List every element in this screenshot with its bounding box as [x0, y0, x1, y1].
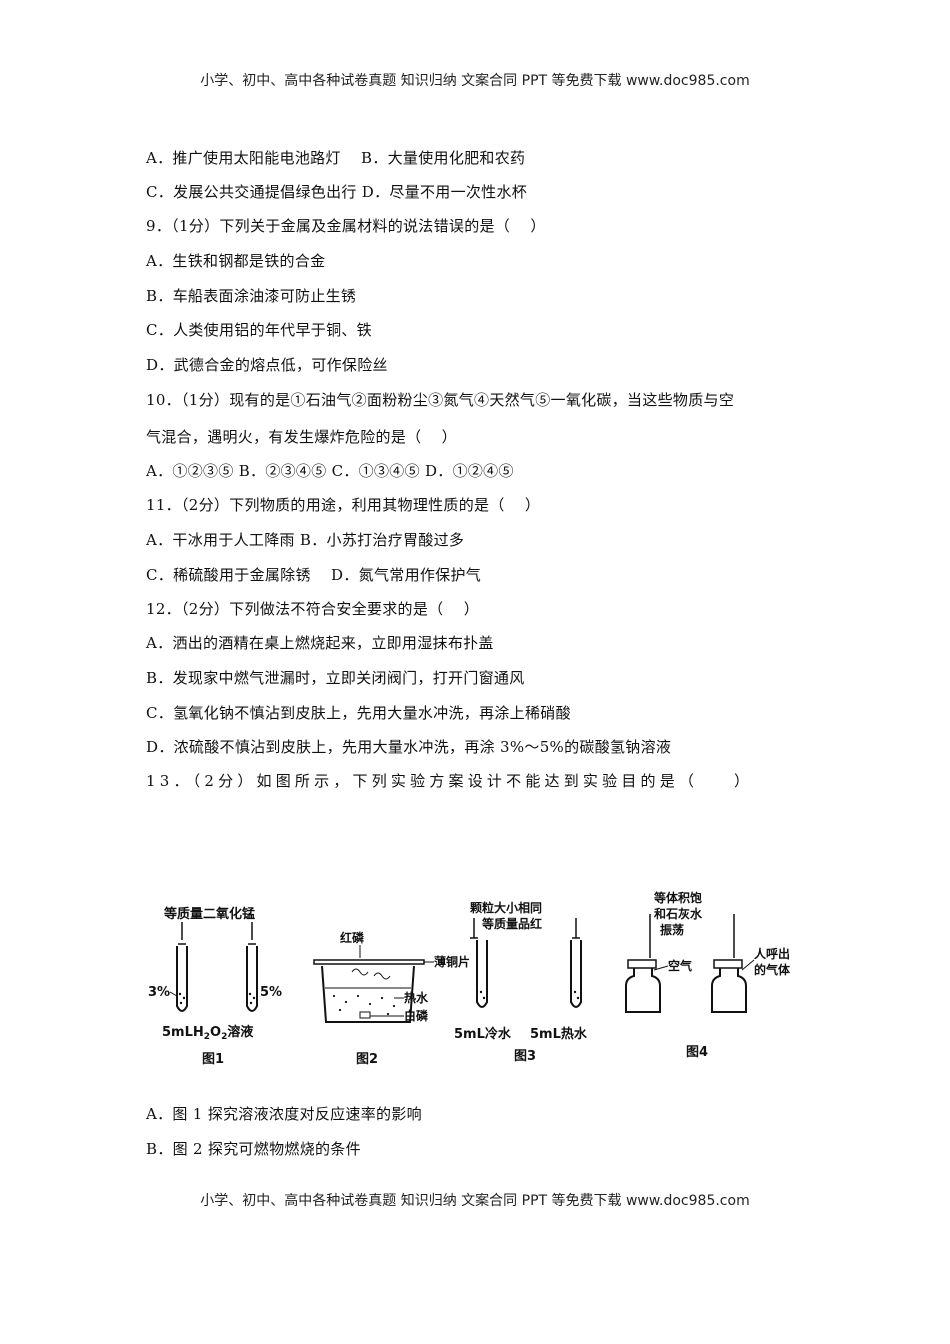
fig1-caption: 图1	[202, 1052, 224, 1067]
fig4-caption: 图4	[686, 1045, 708, 1060]
fig2-beaker	[321, 965, 415, 1023]
q11-stem: 11．（2分）下列物质的用途，利用其物理性质的是（ ）	[146, 496, 541, 514]
fig2-caption: 图2	[356, 1052, 378, 1067]
fig2-red-p-label: 红磷	[340, 930, 365, 945]
fig2-white-p-label: 白磷	[404, 1008, 429, 1023]
fig4-breath-line1: 人呼出	[754, 946, 790, 961]
fig2-copper-label: 薄铜片	[434, 954, 470, 969]
fig3-label-line1: 颗粒大小相同	[470, 900, 542, 915]
experiment-diagram: 等质量二氧化锰 3% 5% 5mLH2O2溶液 图1 红磷	[148, 890, 791, 1067]
fig4-label-line2: 和石灰水	[653, 906, 703, 921]
q11-option-cd: C．稀硫酸用于金属除锈 D．氮气常用作保护气	[146, 566, 482, 584]
fig2: 红磷 薄铜片 热水 白磷 图2	[313, 930, 470, 1067]
fig1-left-conc: 3%	[148, 985, 170, 1000]
q12-option-b: B．发现家中燃气泄漏时，立即关闭阀门，打开门窗通风	[146, 669, 525, 687]
q11-option-ab: A．干冰用于人工降雨 B．小苏打治疗胃酸过多	[146, 531, 465, 549]
fig3: 颗粒大小相同 等质量品红 5mL冷水 5mL热水 图3	[454, 900, 588, 1064]
q9-option-c: C．人类使用铝的年代早于铜、铁	[146, 321, 372, 339]
fig3-tube-left	[476, 940, 488, 1008]
q8-option-cd: C．发展公共交通提倡绿色出行 D．尽量不用一次性水杯	[146, 183, 528, 201]
q12-stem: 12．（2分）下列做法不符合安全要求的是（ ）	[146, 600, 480, 618]
q10-stem-line2: 气混合，遇明火，有发生爆炸危险的是（ ）	[146, 428, 457, 446]
fig4-label-line1: 等体积饱	[653, 890, 702, 905]
fig4-bottle-left	[625, 968, 661, 1013]
fig4-air-label: 空气	[668, 958, 692, 973]
q8-option-ab: A．推广使用太阳能电池路灯 B．大量使用化肥和农药	[146, 149, 526, 167]
fig4: 等体积饱 和石灰水 振荡 空气 人呼出 的气体 图4	[625, 890, 791, 1060]
q13-stem: 13．（2分）如图所示，下列实验方案设计不能达到实验目的是（ ）	[146, 772, 754, 790]
q10-options: A．①②③⑤ B．②③④⑤ C．①③④⑤ D．①②④⑤	[146, 462, 514, 480]
fig3-caption: 图3	[514, 1049, 536, 1064]
fig3-right-water: 5mL热水	[530, 1026, 588, 1042]
fig1-tube-left	[176, 946, 188, 1012]
fig1: 等质量二氧化锰 3% 5% 5mLH2O2溶液 图1	[148, 906, 282, 1067]
fig2-hot-water-label: 热水	[404, 990, 429, 1005]
fig3-tube-right	[570, 940, 582, 1008]
fig1-top-label: 等质量二氧化锰	[163, 906, 255, 922]
q9-option-b: B．车船表面涂油漆可防止生锈	[146, 287, 357, 305]
q12-option-c: C．氢氧化钠不慎沾到皮肤上，先用大量水冲洗，再涂上稀硝酸	[146, 704, 571, 722]
q9-stem: 9．（1分）下列关于金属及金属材料的说法错误的是（ ）	[146, 217, 546, 235]
page-header: 小学、初中、高中各种试卷真题 知识归纳 文案合同 PPT 等免费下载 www.d…	[200, 73, 750, 89]
page-footer: 小学、初中、高中各种试卷真题 知识归纳 文案合同 PPT 等免费下载 www.d…	[200, 1193, 750, 1209]
q13-option-b: B．图 2 探究可燃物燃烧的条件	[146, 1140, 361, 1158]
experiment-figure: 等质量二氧化锰 3% 5% 5mLH2O2溶液 图1 红磷	[134, 888, 824, 1078]
q13-option-a: A．图 1 探究溶液浓度对反应速率的影响	[146, 1105, 422, 1123]
fig1-right-conc: 5%	[260, 985, 282, 1000]
q12-option-d: D．浓硫酸不慎沾到皮肤上，先用大量水冲洗，再涂 3%～5%的碳酸氢钠溶液	[146, 738, 672, 756]
fig3-label-line2: 等质量品红	[481, 916, 542, 931]
q10-stem-line1: 10．（1分）现有的是①石油气②面粉粉尘③氮气④天然气⑤一氧化碳，当这些物质与空	[146, 391, 735, 409]
fig4-bottle-right	[711, 968, 747, 1013]
fig2-copper-sheet	[313, 959, 425, 965]
q12-option-a: A．洒出的酒精在桌上燃烧起来，立即用湿抹布扑盖	[146, 634, 494, 652]
q9-option-a: A．生铁和钢都是铁的合金	[146, 252, 326, 270]
fig1-tube-right	[246, 946, 258, 1012]
fig3-left-water: 5mL冷水	[454, 1026, 512, 1042]
fig4-breath-line2: 的气体	[754, 962, 791, 977]
q9-option-d: D．武德合金的熔点低，可作保险丝	[146, 356, 388, 374]
fig1-solution-label: 5mLH2O2溶液	[162, 1024, 253, 1042]
fig4-label-line3: 振荡	[660, 922, 684, 937]
